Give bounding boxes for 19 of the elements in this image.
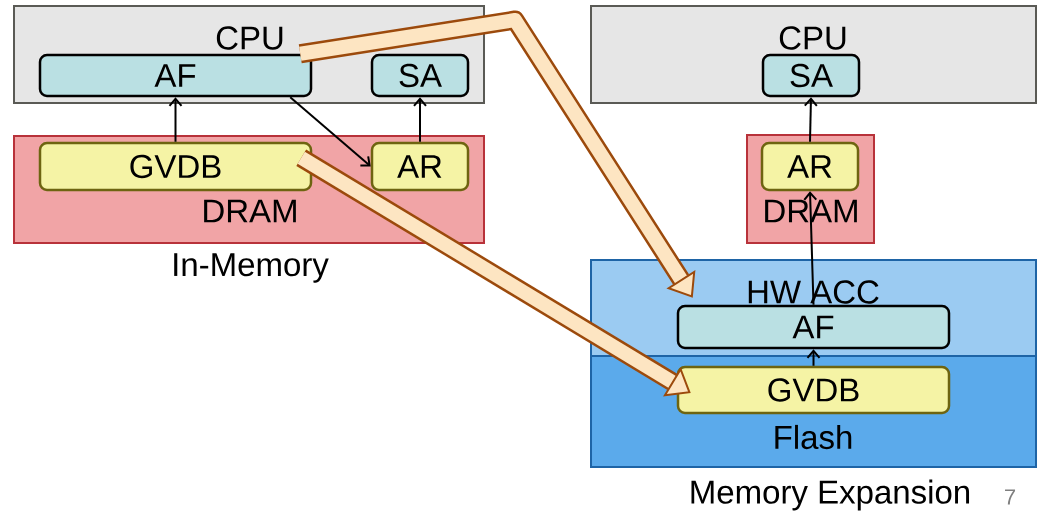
component-box: AR [370, 141, 470, 192]
arrow [413, 97, 427, 143]
section-label: Memory Expansion [691, 479, 970, 511]
component-box: AR [760, 141, 860, 192]
arrow [168, 97, 183, 143]
component-box: AF [676, 304, 951, 350]
arrow [289, 96, 371, 167]
arrow [803, 191, 818, 306]
block-arrow [298, 10, 696, 298]
section-label: In-Memory [174, 253, 329, 283]
component-box: SA [761, 53, 861, 98]
component-box: GVDB [38, 141, 313, 192]
component-box: SA [370, 53, 470, 98]
page-number: 7 [1005, 489, 1016, 505]
component-box: AF [38, 53, 313, 98]
arrow [803, 97, 818, 143]
block-arrow [296, 149, 691, 397]
component-box: GVDB [676, 365, 951, 415]
arrow [806, 349, 821, 367]
